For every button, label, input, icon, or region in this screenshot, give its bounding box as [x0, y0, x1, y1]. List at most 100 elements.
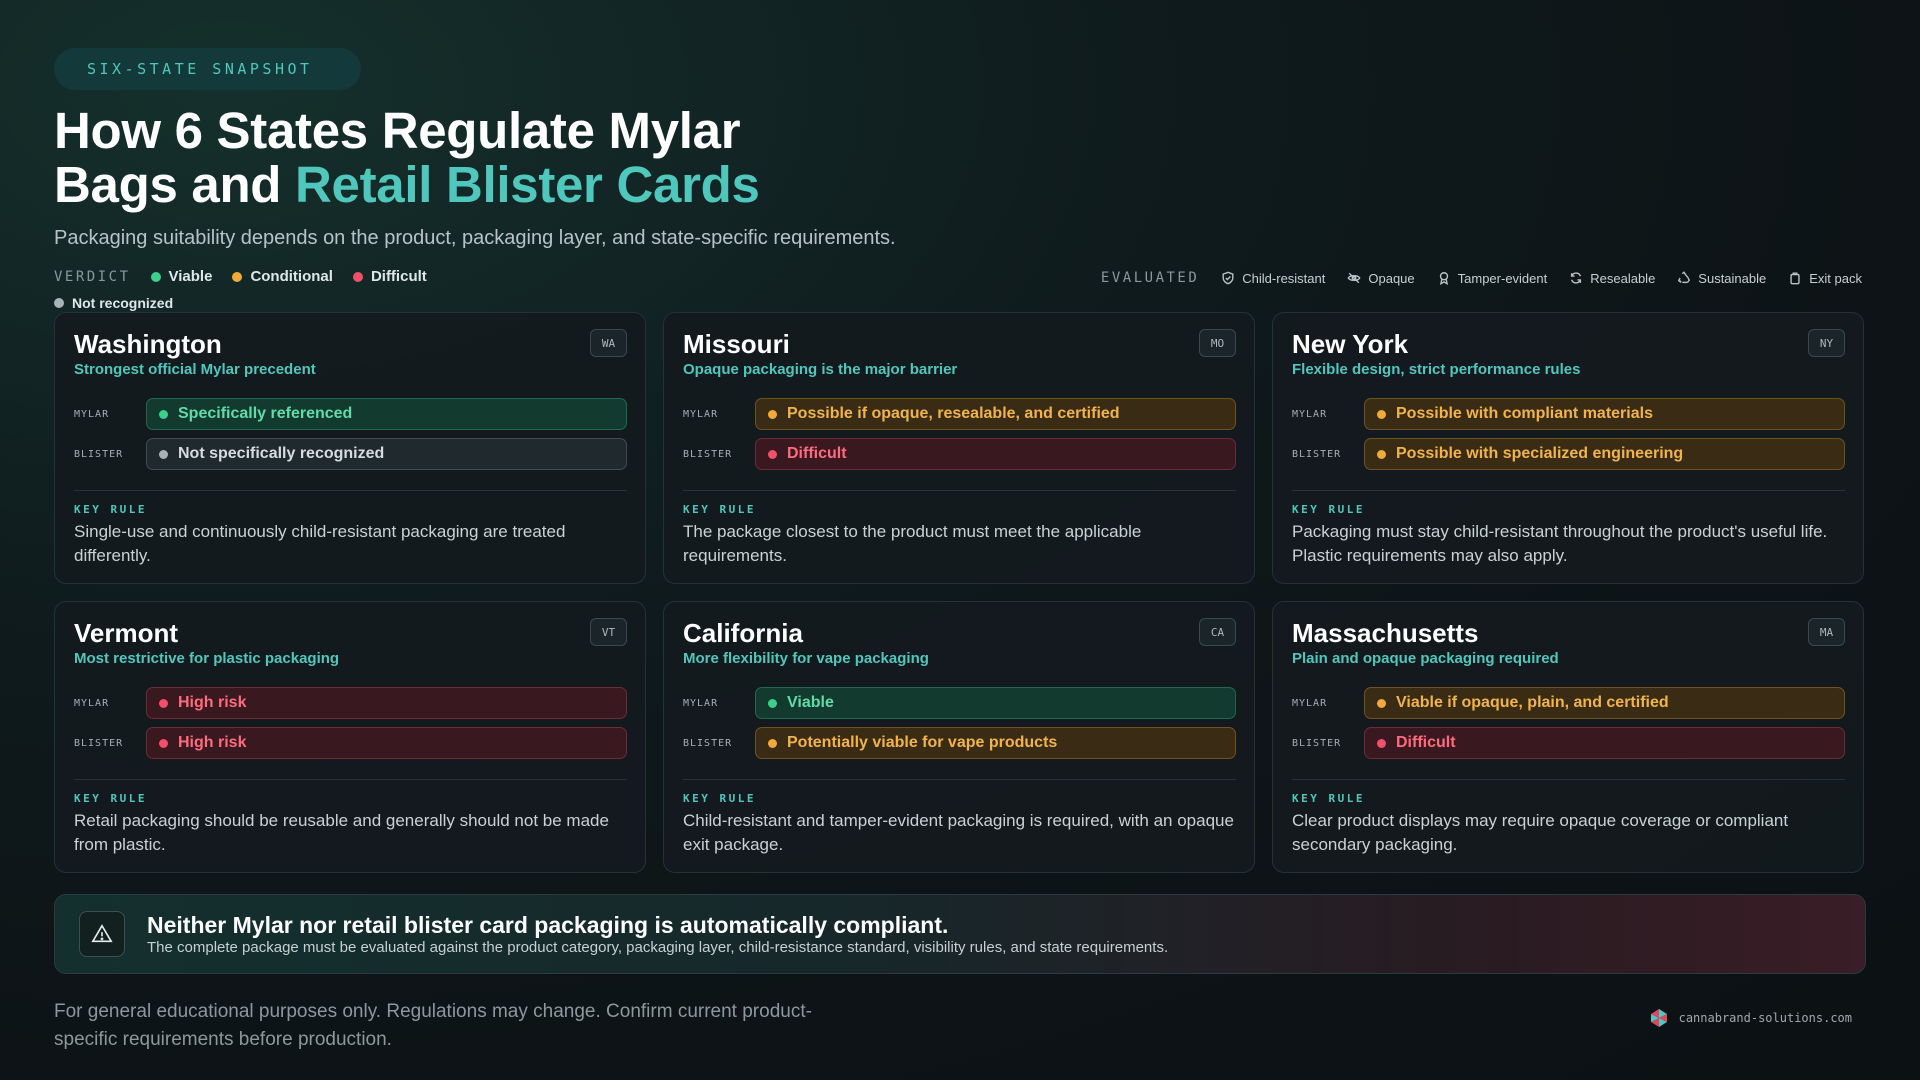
key-rule-label: KEY RULE — [683, 503, 756, 516]
state-tagline: Plain and opaque packaging required — [1292, 650, 1559, 667]
card-divider — [74, 490, 627, 491]
compliance-banner: Neither Mylar nor retail blister card pa… — [54, 894, 1866, 974]
blister-row: BLISTER Difficult — [683, 438, 1236, 470]
mylar-verdict-text: Specifically referenced — [178, 405, 353, 422]
status-dot-icon — [768, 738, 777, 748]
legend-heading: VERDICT — [54, 268, 131, 285]
mylar-verdict-text: Possible with compliant materials — [1396, 405, 1653, 422]
refresh-icon — [1571, 272, 1582, 284]
card-divider — [683, 779, 1236, 780]
blister-verdict-text: High risk — [178, 734, 247, 751]
status-dot-icon — [159, 738, 168, 748]
banner-title: Neither Mylar nor retail blister card pa… — [147, 912, 949, 938]
package-icon — [1790, 272, 1800, 285]
mylar-label: MYLAR — [74, 408, 110, 420]
status-dot-icon — [1377, 409, 1386, 419]
blister-label: BLISTER — [74, 448, 124, 460]
state-tagline: Most restrictive for plastic packaging — [74, 650, 340, 667]
status-dot-icon — [768, 698, 777, 708]
evaluated-legend: EVALUATED Child-resistant Opaque Tamper-… — [1101, 270, 1862, 286]
state-abbr-badge: CA — [1199, 618, 1236, 646]
evaluated-resealable: Resealable — [1569, 271, 1655, 286]
evaluated-label: Sustainable — [1698, 270, 1767, 286]
blister-verdict-pill: Difficult — [1364, 727, 1845, 759]
status-dot-icon — [1377, 738, 1386, 748]
state-tagline: Strongest official Mylar precedent — [74, 361, 316, 378]
verdict-rows: MYLAR Possible with compliant materials … — [1292, 398, 1845, 470]
state-card-missouri: Missouri Opaque packaging is the major b… — [663, 312, 1255, 584]
mylar-verdict-text: Viable — [787, 694, 834, 711]
blister-verdict-text: Not specifically recognized — [178, 445, 385, 462]
key-rule-label: KEY RULE — [683, 792, 756, 805]
legend-item-not-recognized: Not recognized — [54, 295, 454, 311]
mylar-row: MYLAR High risk — [74, 687, 627, 719]
blister-row: BLISTER Not specifically recognized — [74, 438, 627, 470]
state-name: Vermont — [74, 618, 179, 648]
key-rule-label: KEY RULE — [74, 792, 147, 805]
state-abbr-badge: MO — [1199, 329, 1236, 357]
key-rule-label: KEY RULE — [1292, 792, 1365, 805]
card-divider — [74, 779, 627, 780]
evaluated-sustainable: Sustainable — [1677, 271, 1766, 286]
key-rule-text: The package closest to the product must … — [683, 522, 1142, 565]
blister-label: BLISTER — [683, 737, 733, 749]
blister-verdict-text: Difficult — [787, 445, 847, 462]
banner-subtitle: The complete package must be evaluated a… — [147, 939, 1169, 956]
evaluated-child-resistant: Child-resistant — [1221, 271, 1325, 286]
not-recognized-dot-icon — [54, 298, 64, 308]
evaluated-label: Child-resistant — [1242, 270, 1326, 286]
state-abbr-badge: VT — [590, 618, 627, 646]
status-dot-icon — [159, 449, 168, 459]
evaluated-label: Exit pack — [1809, 270, 1862, 286]
blister-verdict-pill: Not specifically recognized — [146, 438, 627, 470]
state-card-washington: Washington Strongest official Mylar prec… — [54, 312, 646, 584]
title-line-1: How 6 States Regulate Mylar — [54, 102, 741, 159]
disclaimer: For general educational purposes only. R… — [54, 1001, 812, 1050]
verdict-rows: MYLAR Specifically referenced BLISTER No… — [74, 398, 627, 470]
state-tagline: More flexibility for vape packaging — [683, 650, 929, 667]
status-dot-icon — [768, 449, 777, 459]
status-dot-icon — [159, 409, 168, 419]
key-rule-text: Retail packaging should be reusable and … — [74, 811, 609, 854]
status-dot-icon — [768, 409, 777, 419]
evaluated-tamper-evident: Tamper-evident — [1437, 270, 1548, 286]
state-abbr-badge: WA — [590, 329, 627, 357]
evaluated-label: Tamper-evident — [1457, 270, 1548, 286]
key-rule-text: Packaging must stay child-resistant thro… — [1292, 522, 1828, 565]
mylar-row: MYLAR Viable if opaque, plain, and certi… — [1292, 687, 1845, 719]
verdict-rows: MYLAR Viable BLISTER Potentially viable … — [683, 687, 1236, 759]
blister-verdict-text: Difficult — [1396, 734, 1456, 751]
blister-verdict-text: Possible with specialized engineering — [1396, 445, 1684, 462]
mylar-label: MYLAR — [683, 697, 719, 709]
status-dot-icon — [1377, 698, 1386, 708]
card-divider — [683, 490, 1236, 491]
state-abbr-badge: MA — [1808, 618, 1845, 646]
legend-item-difficult: Difficult — [352, 268, 427, 285]
state-card-vermont: Vermont Most restrictive for plastic pac… — [54, 601, 646, 873]
blister-verdict-pill: Possible with specialized engineering — [1364, 438, 1845, 470]
card-divider — [1292, 779, 1845, 780]
state-card-new-york: New York Flexible design, strict perform… — [1272, 312, 1864, 584]
blister-verdict-pill: High risk — [146, 727, 627, 759]
blister-label: BLISTER — [74, 737, 124, 749]
state-name: Massachusetts — [1292, 618, 1479, 648]
title-line-2: Bags and — [54, 156, 296, 213]
difficult-dot-icon — [352, 271, 363, 282]
warning-icon — [91, 924, 113, 943]
state-tagline: Opaque packaging is the major barrier — [683, 361, 958, 378]
legend-item-conditional: Conditional — [232, 268, 333, 285]
brand-logo-icon — [1650, 1009, 1667, 1027]
key-rule-text: Single-use and continuously child-resist… — [74, 522, 566, 565]
mylar-label: MYLAR — [1292, 697, 1328, 709]
legend-label: Difficult — [370, 268, 427, 285]
status-dot-icon — [1377, 449, 1386, 459]
recycle-icon — [1678, 271, 1691, 284]
brand-url[interactable]: cannabrand-solutions.com — [1678, 1011, 1852, 1025]
mylar-verdict-pill: Viable if opaque, plain, and certified — [1364, 687, 1845, 719]
mylar-row: MYLAR Possible if opaque, resealable, an… — [683, 398, 1236, 430]
verdict-legend: VERDICT Viable Conditional Difficult Not… — [54, 268, 454, 311]
mylar-verdict-pill: Possible if opaque, resealable, and cert… — [755, 398, 1236, 430]
key-rule-text: Child-resistant and tamper-evident packa… — [683, 811, 1234, 854]
page-title: How 6 States Regulate Mylar Bags and Ret… — [54, 104, 760, 212]
evaluated-label: Resealable — [1590, 270, 1656, 286]
